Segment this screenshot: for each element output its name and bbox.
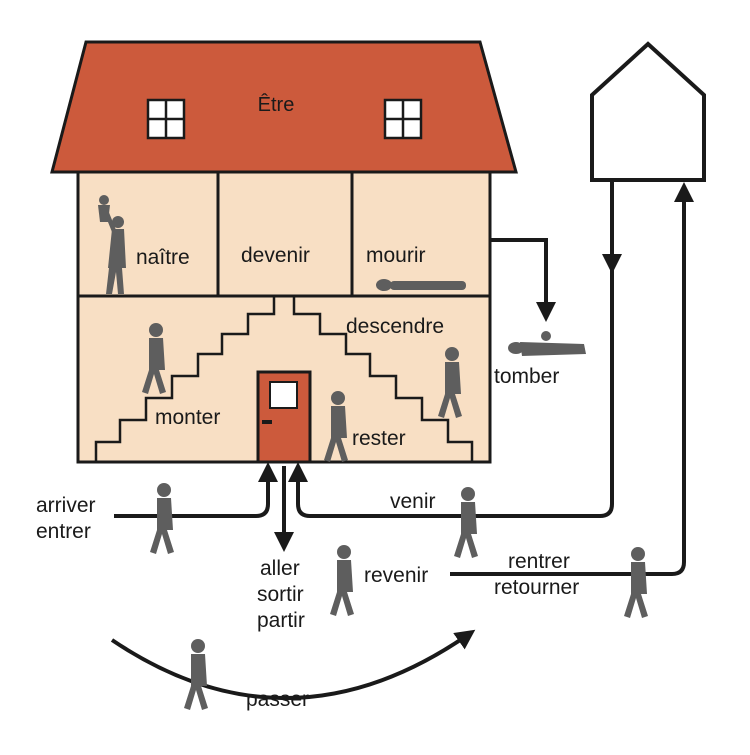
arrow-tomber <box>490 238 556 322</box>
label-descendre: descendre <box>346 315 444 338</box>
arrow-passer <box>110 629 476 701</box>
house-door <box>256 370 312 464</box>
label-partir: partir <box>257 609 305 632</box>
label-entrer: entrer <box>36 520 91 543</box>
label-sortir: sortir <box>257 583 304 606</box>
label-monter: monter <box>155 406 220 429</box>
label-rentrer: rentrer <box>508 550 570 573</box>
room-label-mourir: mourir <box>366 244 426 267</box>
arrow-venir <box>288 180 614 518</box>
falling-figure <box>508 331 586 356</box>
label-retourner: retourner <box>494 576 579 599</box>
label-passer: passer <box>246 688 309 711</box>
arrows <box>110 180 694 701</box>
staircase-right <box>292 296 474 462</box>
label-tomber: tomber <box>494 365 559 388</box>
arrow-rentrer-retourner <box>450 182 694 576</box>
room-label-devenir: devenir <box>241 244 310 267</box>
label-rester: rester <box>352 427 406 450</box>
label-arriver: arriver <box>36 494 96 517</box>
mother-holding-baby-figure <box>98 195 126 294</box>
arriving-figure <box>150 483 174 554</box>
passing-figure <box>184 639 208 710</box>
going-home-figure <box>624 547 648 618</box>
arrow-arriver-entrer <box>114 462 278 518</box>
lying-dead-figure <box>376 279 466 291</box>
staircase-left <box>94 296 276 462</box>
roof-window-left <box>146 98 186 140</box>
roof-window-right <box>383 98 423 140</box>
returning-figure <box>330 545 354 616</box>
coming-figure <box>454 487 478 558</box>
room-label-naitre: naître <box>136 246 190 269</box>
label-venir: venir <box>390 490 436 513</box>
label-revenir: revenir <box>364 564 428 587</box>
small-house <box>590 41 706 182</box>
label-aller: aller <box>260 557 300 580</box>
house-roof <box>50 40 518 174</box>
house-title: Être <box>258 93 295 116</box>
house: Être naître devenir mourir descendre mon… <box>50 40 518 464</box>
